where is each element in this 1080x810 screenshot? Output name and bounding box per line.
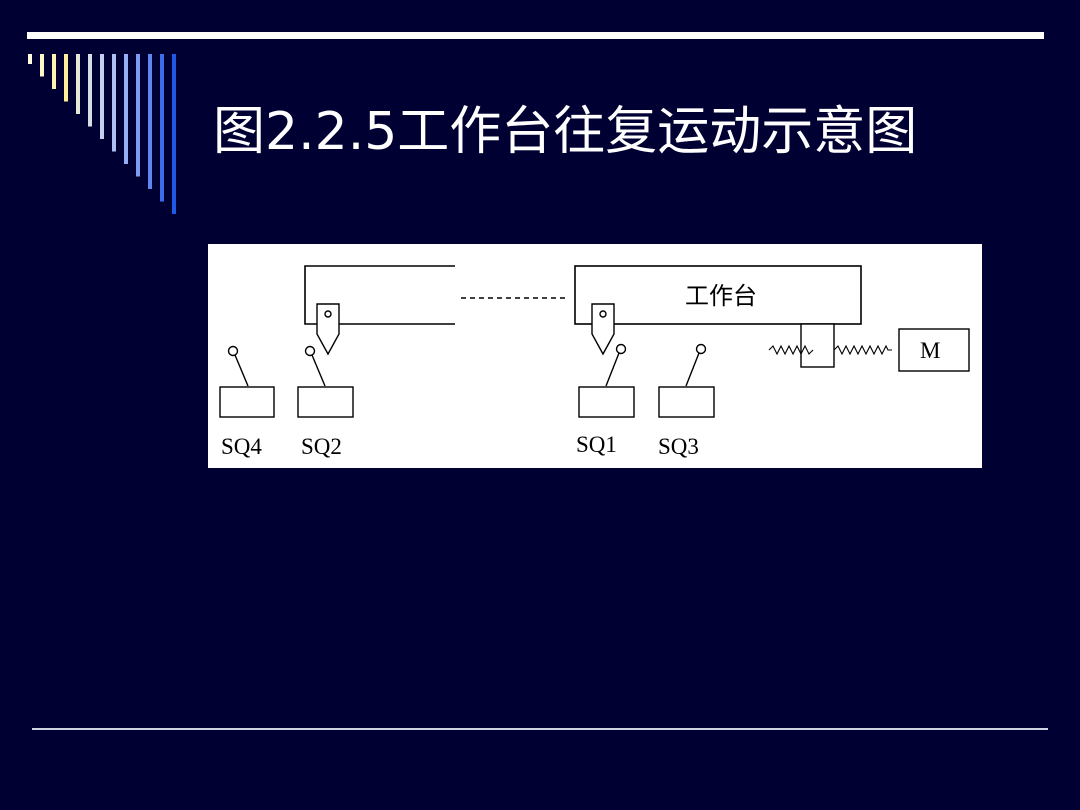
switch-label-sq1: SQ1	[576, 432, 617, 457]
diagram-svg: 工作台 M	[219, 265, 970, 459]
limit-switch-sq3	[658, 343, 715, 418]
decorative-stripe	[148, 54, 152, 189]
worktable-left-position	[304, 265, 455, 325]
decorative-stripe	[52, 54, 56, 89]
lead-screw-spring	[768, 344, 892, 356]
decorative-stripe	[172, 54, 176, 214]
limit-switch-sq4	[219, 345, 275, 418]
limit-switch-sq1	[578, 343, 635, 418]
worktable-label: 工作台	[685, 282, 757, 310]
motor-label: M	[920, 338, 940, 363]
decorative-stripe	[160, 54, 164, 202]
decorative-stripes	[28, 54, 176, 214]
limit-switch-sq2	[297, 345, 354, 418]
worktable-body	[574, 265, 862, 325]
decorative-stripe	[112, 54, 116, 152]
decorative-stripe	[88, 54, 92, 127]
right-striker-cam	[591, 303, 615, 356]
decorative-stripe	[40, 54, 44, 77]
decorative-stripe	[100, 54, 104, 139]
decorative-stripe	[28, 54, 32, 64]
bottom-divider-line	[32, 728, 1048, 730]
top-divider-line	[27, 32, 1044, 39]
slide-title: 图2.2.5工作台往复运动示意图	[213, 102, 918, 162]
motor-box	[898, 328, 970, 372]
reciprocating-table-diagram: 工作台 M	[208, 244, 982, 468]
decorative-stripe	[64, 54, 68, 102]
left-striker-cam	[316, 303, 340, 356]
decorative-stripe	[124, 54, 128, 164]
switch-label-sq3: SQ3	[658, 434, 699, 459]
drive-nut	[800, 323, 835, 368]
switch-label-sq2: SQ2	[301, 434, 342, 459]
decorative-stripe	[76, 54, 80, 114]
switch-label-sq4: SQ4	[221, 434, 262, 459]
decorative-stripe	[136, 54, 140, 177]
